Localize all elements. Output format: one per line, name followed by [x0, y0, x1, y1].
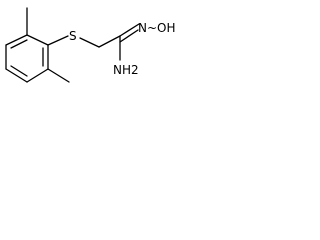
carbon-nitrogen-double-bond-inner — [119, 29, 139, 43]
methyl-bond-bottom — [47, 68, 70, 83]
structure-diagram: S N~OH NH2 — [5, 7, 176, 83]
amine-group-label: NH2 — [113, 63, 139, 77]
oxime-group-label: N~OH — [138, 21, 176, 35]
carbon-nitrogen-double-bond — [119, 23, 140, 37]
molecule-drawing: S N~OH NH2 — [5, 7, 176, 83]
ring-double-bond — [10, 39, 28, 49]
methylene-carbon-bond — [98, 35, 121, 48]
ring-bond — [26, 34, 49, 46]
ring-bond — [26, 68, 49, 83]
sulfur-atom-label: S — [69, 29, 77, 43]
benzene-ring — [5, 34, 49, 83]
ring-bond — [5, 34, 28, 46]
ring-double-bond — [10, 65, 28, 77]
ring-sulfur-bond — [47, 35, 69, 46]
ring-bond — [5, 68, 28, 83]
sulfur-methylene-bond — [79, 37, 100, 48]
